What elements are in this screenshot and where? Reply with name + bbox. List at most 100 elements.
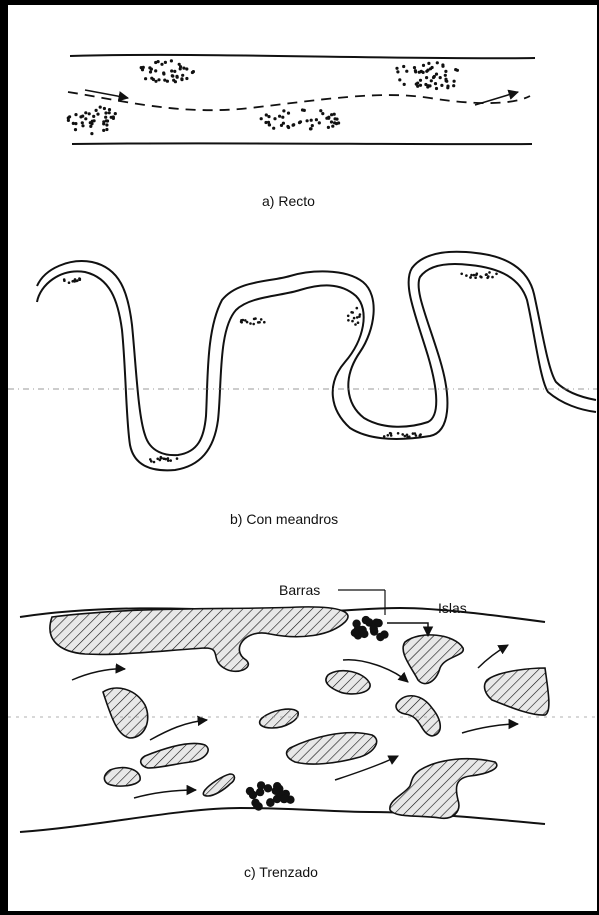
island-center-small — [260, 709, 299, 728]
caption-c: c) Trenzado — [244, 864, 318, 880]
sediment-dot — [435, 87, 438, 90]
sediment-dot — [425, 76, 428, 79]
point-bar-dot — [350, 311, 353, 314]
gravel-dot — [352, 620, 360, 628]
gravel-dot — [376, 633, 384, 641]
panel-a-straight-channel — [68, 55, 535, 144]
sediment-dot — [405, 70, 408, 73]
caption-b: b) Con meandros — [230, 511, 338, 527]
point-bar-dot — [71, 280, 74, 283]
point-bar-dot — [469, 276, 472, 279]
point-bar-dot — [150, 460, 153, 463]
point-bar-dot — [387, 434, 390, 437]
sediment-dot — [282, 109, 285, 112]
sediment-dot — [84, 111, 87, 114]
point-bar-dot — [465, 274, 468, 277]
bank-bottom — [72, 143, 532, 144]
sediment-dot — [444, 78, 447, 81]
point-bar-dot — [491, 276, 494, 279]
point-bar-dot — [347, 319, 350, 322]
sediment-dot — [102, 120, 105, 123]
sediment-dot — [81, 124, 84, 127]
sediment-dot — [265, 113, 268, 116]
sediment-dot — [79, 115, 82, 118]
sediment-dot — [330, 120, 333, 123]
thalweg-dashed — [68, 92, 530, 110]
sediment-dot — [278, 115, 281, 118]
sediment-dot — [267, 121, 270, 124]
sediment-dot — [185, 67, 188, 70]
island-islas — [403, 635, 463, 684]
sediment-dot — [403, 83, 406, 86]
point-bar-dot — [470, 274, 473, 277]
sediment-dot — [439, 76, 442, 79]
sediment-dot — [418, 71, 421, 74]
point-bar-dot — [263, 321, 266, 324]
point-bar-dot — [160, 456, 163, 459]
sediment-dot — [185, 77, 188, 80]
sediment-dot — [422, 71, 425, 74]
sediment-dot — [435, 73, 438, 76]
island-left-lower — [104, 768, 140, 786]
point-bar-dot — [167, 459, 170, 462]
sediment-dot — [431, 66, 434, 69]
island-mid-left — [103, 688, 148, 738]
sediment-dot — [170, 69, 173, 72]
gravel-dot — [253, 801, 261, 809]
sediment-dot — [333, 113, 336, 116]
sediment-dot — [334, 117, 337, 120]
sediment-dot — [413, 66, 416, 69]
gravel-dot — [280, 795, 288, 803]
point-bar-dot — [252, 323, 255, 326]
sediment-dot — [436, 61, 439, 64]
sediment-dot — [114, 112, 117, 115]
sediment-dot — [395, 67, 398, 70]
sediment-dot — [444, 70, 447, 73]
sediment-dot — [452, 84, 455, 87]
sediment-dot — [106, 119, 109, 122]
sediment-dot — [96, 113, 99, 116]
sediment-dot — [67, 116, 70, 119]
sediment-dot — [99, 106, 102, 109]
sediment-dot — [81, 121, 84, 124]
sediment-dot — [441, 65, 444, 68]
point-bar-dot — [351, 320, 354, 323]
point-bar-dot — [240, 321, 243, 324]
sediment-dot — [292, 124, 295, 127]
sediment-dot — [425, 70, 428, 73]
point-bar-dot — [75, 280, 78, 283]
point-bar-dot — [68, 281, 71, 284]
point-bar-dot — [79, 278, 82, 281]
sediment-dot — [171, 75, 174, 78]
point-bar-dot — [164, 458, 167, 461]
point-bar-dot — [176, 457, 179, 460]
sediment-dot — [95, 109, 98, 112]
sediment-dot — [154, 80, 157, 83]
sediment-dot — [440, 84, 443, 87]
point-bar-dot — [167, 457, 170, 460]
point-bar-dot — [488, 271, 491, 274]
sediment-dot — [149, 70, 152, 73]
sediment-dot — [422, 64, 425, 67]
sediment-dot — [321, 112, 324, 115]
point-bar-dot — [359, 313, 362, 316]
sediment-dot — [162, 71, 165, 74]
sediment-dot — [327, 126, 330, 129]
island-center-left — [141, 743, 208, 768]
point-bar-dot — [487, 275, 490, 278]
point-bar-dot — [153, 461, 156, 464]
sediment-dot — [172, 79, 175, 82]
point-bar-dot — [353, 317, 356, 320]
sediment-dot — [150, 68, 153, 71]
sediment-dot — [144, 77, 147, 80]
sediment-dot — [103, 107, 106, 110]
panel-c-gravel-bars — [246, 616, 389, 811]
point-bar-dot — [258, 321, 261, 324]
panel-c-islands — [50, 607, 549, 818]
point-bar-dot — [397, 432, 400, 435]
sediment-dot — [432, 76, 435, 79]
sediment-dot — [112, 117, 115, 120]
sediment-dot — [416, 85, 419, 88]
sediment-dot — [306, 119, 309, 122]
